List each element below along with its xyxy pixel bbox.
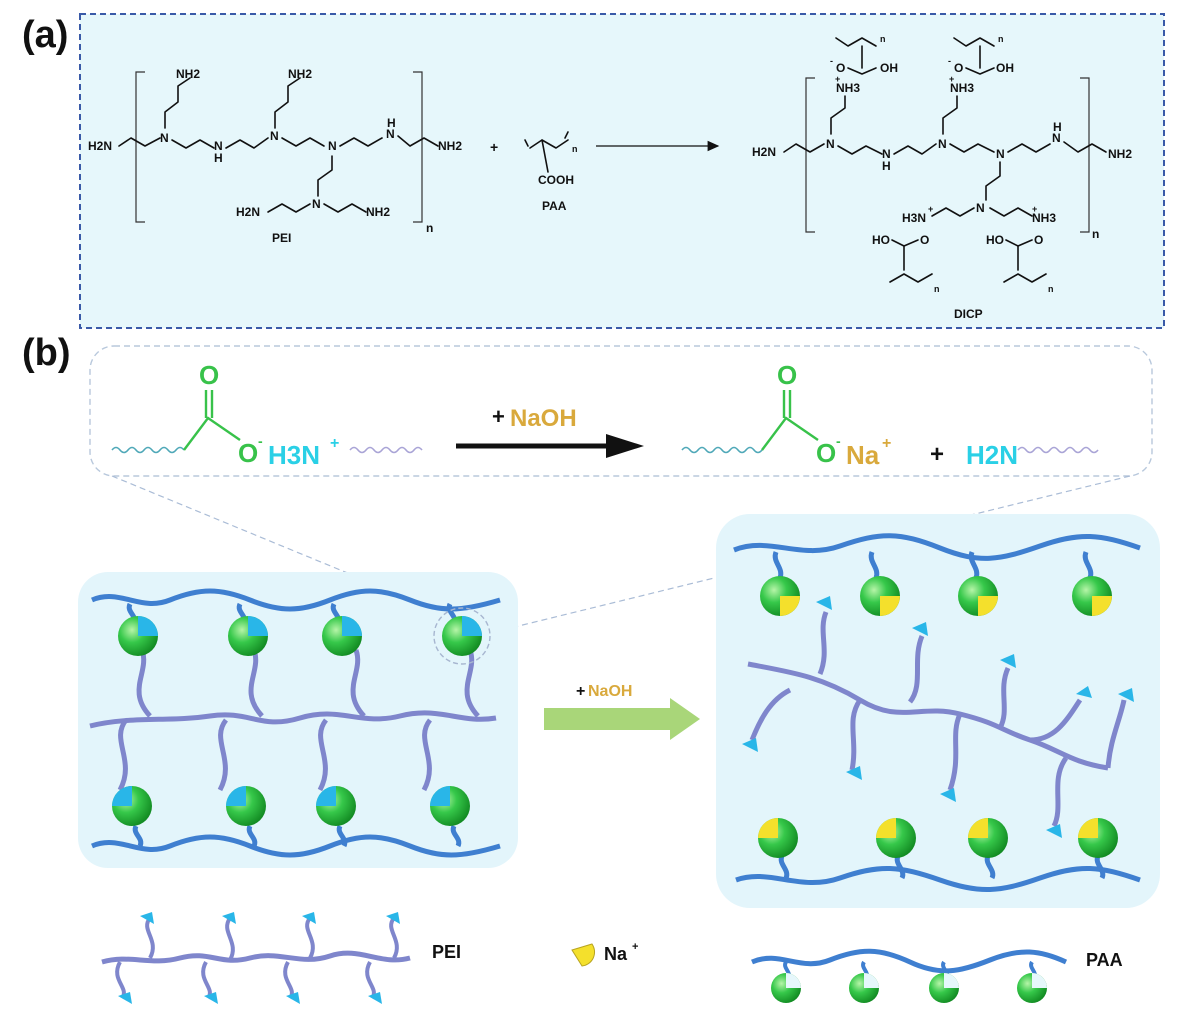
- pei-h2n-bottom: H2N: [236, 205, 260, 219]
- legend-na-label: Na: [604, 944, 628, 964]
- legend-na: Na +: [571, 941, 638, 967]
- mid-arrow-naoh: NaOH: [588, 683, 632, 700]
- svg-text:+: +: [632, 941, 638, 953]
- reaction-naoh-arrow: + NaOH: [456, 404, 644, 458]
- dicp-h2n-left: H2N: [752, 145, 776, 159]
- rx-right-h2n: H2N: [966, 440, 1018, 470]
- left-network: [78, 572, 518, 868]
- rx-right-na: Na: [846, 440, 880, 470]
- reaction-left: O O - H3N +: [111, 360, 423, 470]
- svg-text:-: -: [830, 56, 833, 66]
- rx-right-plus: +: [930, 441, 944, 468]
- dicp-nh3-right: NH3: [1032, 211, 1056, 225]
- svg-text:H: H: [882, 159, 891, 173]
- dicp-nh3-top2: NH3: [950, 81, 974, 95]
- svg-text:-: -: [258, 433, 263, 449]
- rx-left-o-minus: O: [238, 438, 258, 468]
- svg-text:n: n: [1048, 284, 1054, 294]
- svg-text:H: H: [1053, 120, 1062, 134]
- dicp-o-minus-1: O: [836, 61, 845, 75]
- dicp-oh-1: OH: [880, 61, 898, 75]
- reaction-right: O O - Na + + H2N: [681, 360, 1099, 470]
- svg-text:-: -: [836, 433, 841, 449]
- pei-nh1-n: N: [214, 139, 223, 153]
- transform-arrow: + NaOH: [544, 683, 700, 740]
- dicp-nh2-right: NH2: [1108, 147, 1132, 161]
- zoom-line-right: [493, 475, 1131, 633]
- svg-text:N: N: [976, 201, 985, 215]
- rx-naoh-plus: +: [492, 404, 505, 429]
- mid-arrow-plus: +: [576, 683, 585, 700]
- panel-a-box: [79, 13, 1165, 329]
- svg-text:N: N: [996, 147, 1005, 161]
- pei-nh2-n: N: [386, 127, 395, 141]
- pei-nh2-h: H: [387, 116, 396, 130]
- svg-text:+: +: [330, 435, 339, 452]
- svg-text:+: +: [835, 74, 840, 84]
- legend-pei: PEI: [101, 912, 461, 1004]
- rx-right-o-top: O: [777, 360, 797, 390]
- svg-text:+: +: [882, 435, 891, 452]
- pei-nh2-bottom: NH2: [366, 205, 390, 219]
- pei-structure: n H2N N N H N N N H NH2 NH2 NH2 N H2N NH…: [88, 67, 462, 245]
- rx-naoh-label: NaOH: [510, 405, 577, 432]
- paa-n: n: [572, 144, 578, 154]
- legend-paa: PAA: [751, 948, 1123, 1003]
- pei-n3: N: [328, 139, 337, 153]
- svg-text:+: +: [928, 204, 933, 214]
- svg-text:+: +: [949, 74, 954, 84]
- pei-nh1-h: H: [214, 151, 223, 165]
- pei-nh2-top2: NH2: [288, 67, 312, 81]
- right-network: [716, 514, 1160, 908]
- dicp-h3n-left: H3N: [902, 211, 926, 225]
- svg-text:n: n: [880, 34, 886, 44]
- dicp-name: DICP: [954, 307, 983, 321]
- reaction-detail-box: [89, 345, 1153, 477]
- svg-text:+: +: [1032, 204, 1037, 214]
- pei-h2n-left: H2N: [88, 139, 112, 153]
- rx-right-o-minus: O: [816, 438, 836, 468]
- paa-name: PAA: [542, 199, 567, 213]
- pei-nh2-right: NH2: [438, 139, 462, 153]
- legend-paa-label: PAA: [1086, 950, 1123, 970]
- plus-sign-a: +: [490, 139, 498, 155]
- zoom-line-left: [111, 475, 453, 617]
- svg-text:N: N: [938, 137, 947, 151]
- paa-cooh: COOH: [538, 173, 574, 187]
- svg-text:N: N: [1052, 131, 1061, 145]
- dicp-structure: n H2N N N H N N N H NH2 NH3 + O - OH n N…: [752, 34, 1132, 321]
- panel-label-a: (a): [22, 14, 69, 56]
- rx-left-o-top: O: [199, 360, 219, 390]
- dicp-ho-1: HO: [872, 233, 890, 247]
- pei-n1: N: [160, 131, 169, 145]
- dicp-n-subscript: n: [1092, 227, 1099, 241]
- legend-pei-label: PEI: [432, 942, 461, 962]
- dicp-o: O: [1034, 233, 1043, 247]
- pei-nh2-top1: NH2: [176, 67, 200, 81]
- pei-n-subscript: n: [426, 221, 433, 235]
- paa-structure: n COOH PAA: [524, 131, 578, 213]
- svg-text:N: N: [882, 147, 891, 161]
- svg-text:n: n: [998, 34, 1004, 44]
- pei-n2: N: [270, 129, 279, 143]
- dicp-ho-2: HO: [986, 233, 1004, 247]
- panel-label-b: (b): [22, 332, 71, 374]
- pei-n4: N: [312, 197, 321, 211]
- dicp-oh-2: OH: [996, 61, 1014, 75]
- dicp-nh3-top1: NH3: [836, 81, 860, 95]
- dicp-o-minus-2: O: [954, 61, 963, 75]
- svg-text:N: N: [826, 137, 835, 151]
- rx-left-h3n: H3N: [268, 440, 320, 470]
- svg-text:n: n: [934, 284, 940, 294]
- svg-text:-: -: [948, 56, 951, 66]
- pei-name: PEI: [272, 231, 291, 245]
- dicp-o-minus-3: O: [920, 233, 929, 247]
